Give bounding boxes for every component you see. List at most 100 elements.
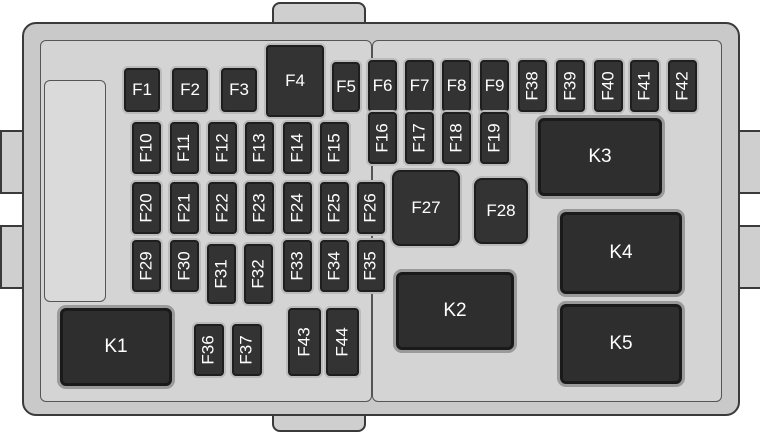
fuse-f12: F12 bbox=[208, 122, 237, 174]
fuse-f4: F4 bbox=[266, 45, 324, 117]
fuse-f35: F35 bbox=[357, 240, 385, 292]
fuse-f27: F27 bbox=[392, 170, 460, 246]
fuse-label: F33 bbox=[287, 251, 307, 281]
fuse-label: F36 bbox=[199, 335, 219, 365]
fuse-f11: F11 bbox=[170, 122, 199, 174]
fuse-label: F39 bbox=[560, 71, 580, 101]
fuse-label: F41 bbox=[634, 71, 654, 101]
fuse-label: F1 bbox=[132, 80, 152, 99]
fuse-label: F43 bbox=[294, 327, 314, 357]
fuse-f40: F40 bbox=[594, 60, 623, 112]
fuse-f5: F5 bbox=[332, 62, 360, 112]
fuse-f26: F26 bbox=[357, 182, 385, 234]
fuse-f34: F34 bbox=[320, 240, 349, 292]
fuse-label: F37 bbox=[237, 335, 257, 365]
fuse-f6: F6 bbox=[368, 60, 397, 112]
relay-label: K1 bbox=[104, 336, 128, 357]
fuse-label: F2 bbox=[180, 80, 200, 99]
fuse-label: F12 bbox=[212, 133, 232, 163]
fuse-label: F24 bbox=[287, 193, 307, 223]
fuse-label: F28 bbox=[486, 201, 516, 220]
fuse-f19: F19 bbox=[480, 112, 509, 164]
fuse-label: F17 bbox=[409, 123, 429, 153]
fuse-label: F40 bbox=[598, 71, 618, 101]
fuse-f30: F30 bbox=[170, 240, 199, 292]
fuse-label: F26 bbox=[361, 193, 381, 223]
fuse-f10: F10 bbox=[132, 122, 161, 174]
fuse-label: F25 bbox=[324, 193, 344, 223]
fuse-f42: F42 bbox=[668, 60, 697, 112]
fuse-f22: F22 bbox=[208, 182, 237, 234]
fuse-f32: F32 bbox=[244, 244, 273, 304]
fuse-f37: F37 bbox=[232, 324, 262, 376]
fuse-f33: F33 bbox=[283, 240, 312, 292]
fuse-label: F22 bbox=[212, 193, 232, 223]
fuse-label: F8 bbox=[446, 76, 467, 95]
fuse-label: F4 bbox=[285, 71, 305, 90]
relay-label: K3 bbox=[588, 146, 612, 167]
fuse-label: F34 bbox=[324, 251, 344, 281]
relay-label: K4 bbox=[609, 242, 633, 263]
fuse-f13: F13 bbox=[245, 122, 274, 174]
fuse-f18: F18 bbox=[442, 112, 471, 164]
fuse-label: F35 bbox=[361, 251, 381, 281]
fuse-label: F27 bbox=[411, 198, 441, 217]
fuse-f14: F14 bbox=[283, 122, 312, 174]
fuse-label: F42 bbox=[672, 71, 692, 101]
fuse-label: F3 bbox=[229, 80, 249, 99]
fuse-f9: F9 bbox=[480, 60, 509, 112]
fuse-label: F30 bbox=[174, 251, 194, 281]
fuse-f39: F39 bbox=[556, 60, 585, 112]
fuse-label: F14 bbox=[287, 133, 307, 163]
fuse-label: F18 bbox=[446, 123, 466, 153]
fuse-label: F7 bbox=[409, 76, 430, 95]
fuse-label: F6 bbox=[372, 76, 393, 95]
fuse-f43: F43 bbox=[288, 308, 321, 376]
fuse-label: F9 bbox=[484, 76, 505, 95]
fuse-f38: F38 bbox=[518, 60, 547, 112]
fuse-f44: F44 bbox=[326, 308, 359, 376]
fuse-f24: F24 bbox=[283, 182, 312, 234]
fuse-label: F10 bbox=[136, 133, 156, 163]
fuse-f31: F31 bbox=[207, 244, 236, 304]
fuse-label: F16 bbox=[372, 123, 392, 153]
fuse-label: F19 bbox=[484, 123, 504, 153]
fuse-f23: F23 bbox=[245, 182, 274, 234]
fuse-label: F20 bbox=[136, 193, 156, 223]
relay-label: K5 bbox=[609, 333, 633, 354]
relay-k2: K2 bbox=[396, 272, 514, 350]
fuse-f2: F2 bbox=[172, 68, 208, 112]
relay-k4: K4 bbox=[560, 212, 682, 294]
fuse-f20: F20 bbox=[132, 182, 161, 234]
blank-area bbox=[44, 80, 106, 302]
fuse-label: F5 bbox=[336, 77, 356, 96]
fuse-f29: F29 bbox=[132, 240, 161, 292]
relay-k3: K3 bbox=[538, 118, 662, 196]
fuse-f36: F36 bbox=[194, 324, 224, 376]
fuse-f15: F15 bbox=[320, 122, 349, 174]
fuse-f17: F17 bbox=[405, 112, 434, 164]
relay-k1: K1 bbox=[60, 308, 172, 386]
fuse-f7: F7 bbox=[405, 60, 434, 112]
fuse-label: F15 bbox=[324, 133, 344, 163]
fuse-f25: F25 bbox=[320, 182, 349, 234]
relay-label: K2 bbox=[443, 300, 467, 321]
fuse-label: F31 bbox=[211, 259, 231, 289]
fuse-f28: F28 bbox=[474, 178, 528, 244]
fuse-label: F13 bbox=[249, 133, 269, 163]
fuse-f21: F21 bbox=[170, 182, 199, 234]
fuse-label: F11 bbox=[174, 133, 194, 163]
fuse-f8: F8 bbox=[442, 60, 471, 112]
relay-k5: K5 bbox=[560, 304, 682, 384]
fuse-f1: F1 bbox=[124, 68, 160, 112]
fuse-f41: F41 bbox=[630, 60, 659, 112]
fuse-f3: F3 bbox=[221, 68, 257, 112]
fuse-label: F44 bbox=[332, 327, 352, 357]
fuse-label: F23 bbox=[249, 193, 269, 223]
fuse-label: F32 bbox=[248, 259, 268, 289]
fuse-label: F21 bbox=[174, 193, 194, 223]
fuse-label: F29 bbox=[136, 251, 156, 281]
fuse-label: F38 bbox=[522, 71, 542, 101]
fuse-f16: F16 bbox=[368, 112, 397, 164]
